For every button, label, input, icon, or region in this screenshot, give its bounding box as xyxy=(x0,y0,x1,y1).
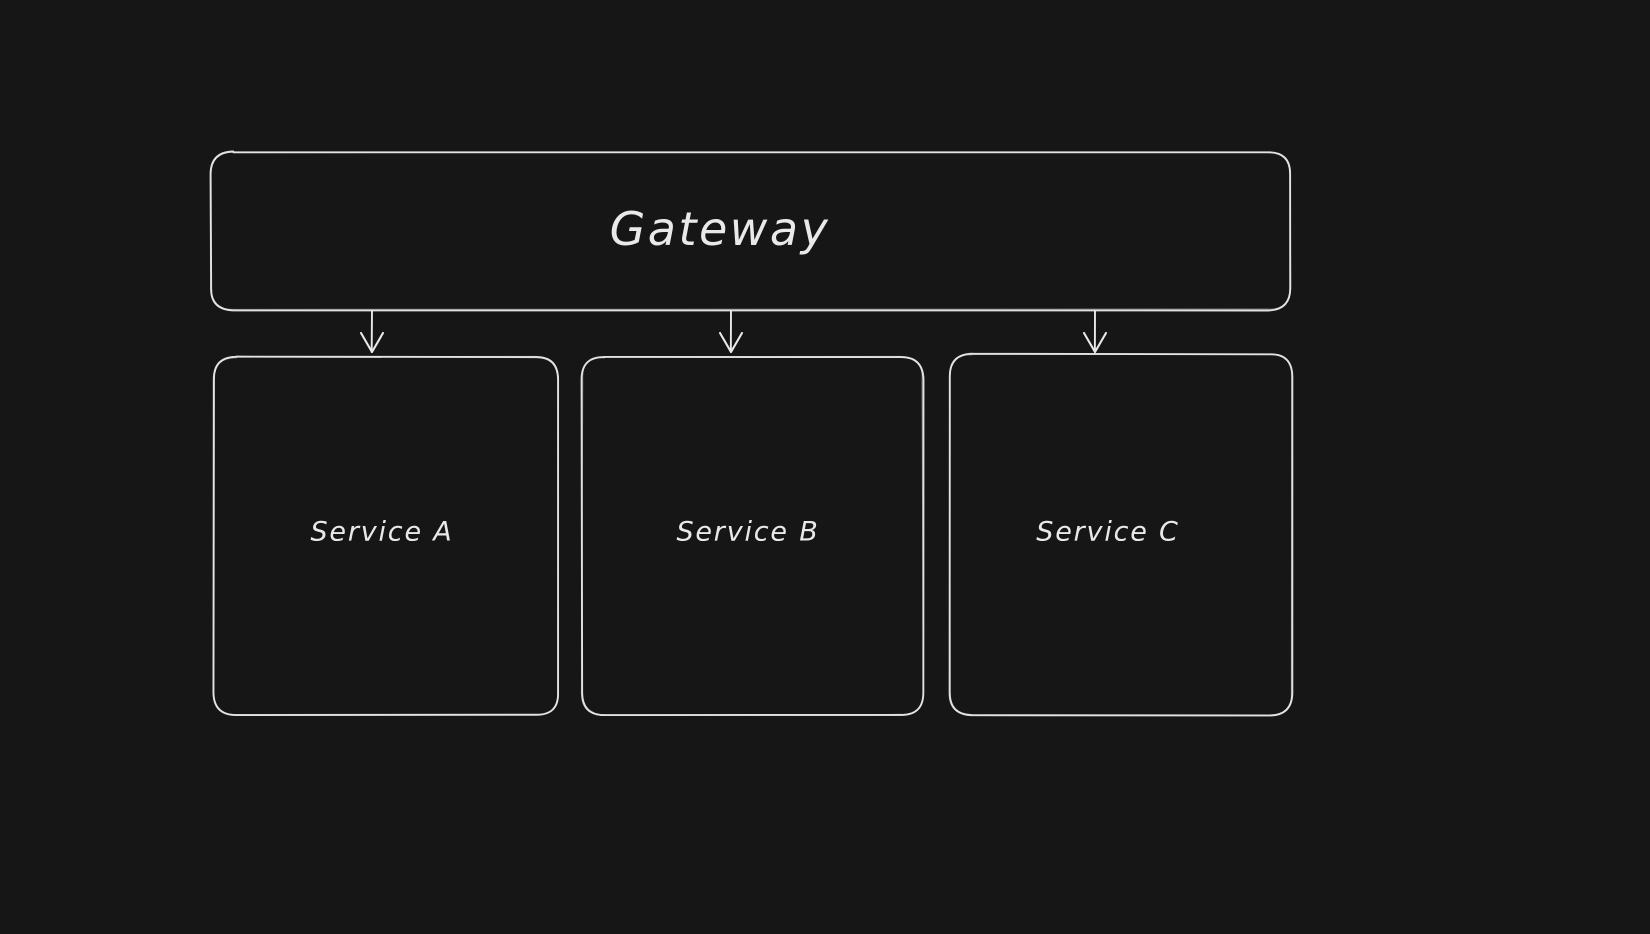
node-box-stroke xyxy=(948,353,1293,717)
arrowhead-icon xyxy=(718,331,744,354)
node-label-service-a: Service A xyxy=(310,516,454,548)
node-box-stroke xyxy=(209,150,1292,312)
node-box-service-a[interactable] xyxy=(212,355,560,717)
node-box-stroke xyxy=(212,355,560,716)
edge-gateway-service-a[interactable] xyxy=(359,310,385,354)
node-box-service-c[interactable] xyxy=(948,352,1294,717)
node-box-stroke xyxy=(948,352,1294,717)
node-box-stroke xyxy=(580,355,924,717)
arrowhead-icon xyxy=(1082,331,1108,354)
node-box-gateway[interactable] xyxy=(209,150,1292,312)
node-box-service-b[interactable] xyxy=(580,355,925,717)
node-label-gateway: Gateway xyxy=(609,202,831,256)
shape-group xyxy=(209,150,1294,717)
node-box-stroke xyxy=(580,356,925,717)
edge-gateway-service-b[interactable] xyxy=(718,310,744,354)
node-box-stroke xyxy=(209,151,1292,310)
edge-gateway-service-c[interactable] xyxy=(1082,310,1108,354)
node-box-stroke xyxy=(212,355,560,717)
arrow-group xyxy=(359,310,1108,354)
node-label-service-c: Service C xyxy=(1036,516,1180,548)
node-label-service-b: Service B xyxy=(676,516,820,548)
arrowhead-icon xyxy=(359,331,385,354)
